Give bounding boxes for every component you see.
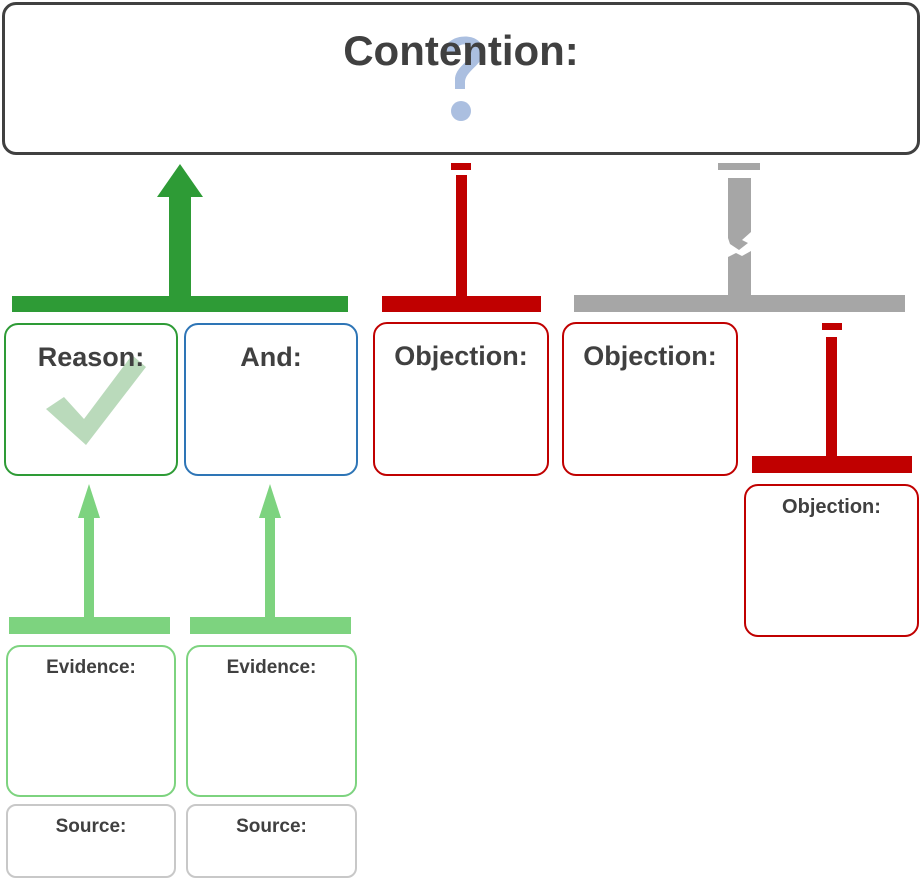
- contention-box[interactable]: Contention:: [2, 2, 920, 155]
- reason-box[interactable]: Reason:: [4, 323, 178, 476]
- objection-box[interactable]: Objection:: [373, 322, 549, 476]
- objection-box[interactable]: Objection:: [744, 484, 919, 637]
- evidence-label: Evidence:: [226, 657, 317, 678]
- objection-label: Objection:: [394, 341, 528, 371]
- objection-label: Objection:: [782, 496, 881, 518]
- support-arrow: [12, 164, 348, 312]
- contention-label: Contention:: [343, 27, 579, 74]
- evidence-box[interactable]: Evidence:: [6, 645, 176, 797]
- checkmark-icon: [46, 355, 146, 445]
- objection-connector: [752, 323, 912, 473]
- source-box[interactable]: Source:: [6, 804, 176, 878]
- question-mark-icon: [445, 36, 484, 121]
- evidence-arrow: [190, 484, 351, 634]
- evidence-label: Evidence:: [46, 657, 136, 678]
- and-box[interactable]: And:: [184, 323, 358, 476]
- evidence-arrow: [9, 484, 170, 634]
- reason-label: Reason:: [37, 342, 145, 372]
- source-label: Source:: [236, 816, 307, 837]
- objection-label: Objection:: [583, 341, 717, 371]
- objection-box[interactable]: Objection:: [562, 322, 738, 476]
- source-label: Source:: [55, 816, 127, 837]
- evidence-box[interactable]: Evidence:: [186, 645, 357, 797]
- source-box[interactable]: Source:: [186, 804, 357, 878]
- objection-connector: [382, 163, 541, 312]
- rebuttal-connector: [574, 163, 905, 312]
- and-label: And:: [240, 342, 302, 372]
